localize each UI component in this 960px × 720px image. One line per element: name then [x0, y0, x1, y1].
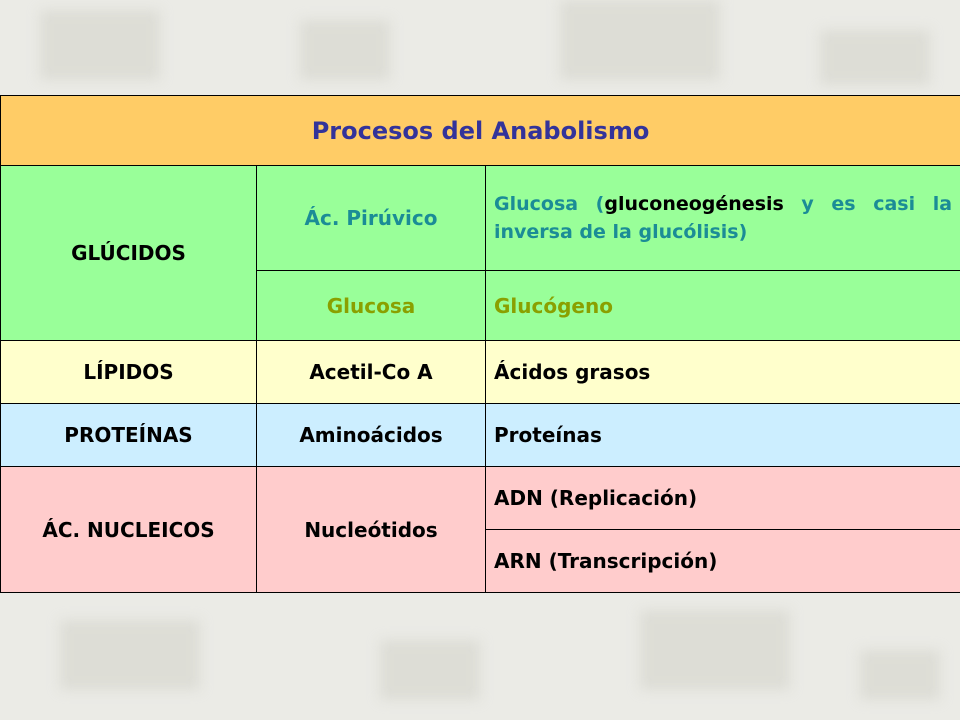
precursor-glucosa: Glucosa: [256, 270, 486, 341]
table-title: Procesos del Anabolismo: [0, 95, 960, 166]
product-glucosa: Glucosa (gluconeogénesis y es casi la in…: [484, 165, 960, 271]
category-acidos-nucleicos: ÁC. NUCLEICOS: [0, 466, 257, 593]
term-gluconeogenesis: gluconeogénesis: [604, 193, 784, 215]
product-glucosa-a: Glucosa (: [494, 193, 605, 215]
category-proteinas: PROTEÍNAS: [0, 403, 257, 467]
precursor-nucleotidos: Nucleótidos: [256, 466, 486, 593]
product-arn: ARN (Transcripción): [484, 529, 960, 593]
product-glucogeno: Glucógeno: [484, 270, 960, 341]
anabolism-table: Procesos del Anabolismo GLÚCIDOS Ác. Pir…: [0, 95, 960, 593]
category-lipidos: LÍPIDOS: [0, 340, 257, 404]
product-glucosa-c: y es casi la inversa de la glucólisis): [494, 193, 953, 243]
precursor-acido-piruvico: Ác. Pirúvico: [256, 165, 486, 271]
product-proteinas: Proteínas: [484, 403, 960, 467]
category-glucidos: GLÚCIDOS: [0, 165, 257, 341]
precursor-acetil-coa: Acetil-Co A: [256, 340, 486, 404]
precursor-aminoacidos: Aminoácidos: [256, 403, 486, 467]
product-adn: ADN (Replicación): [484, 466, 960, 530]
product-acidos-grasos: Ácidos grasos: [484, 340, 960, 404]
